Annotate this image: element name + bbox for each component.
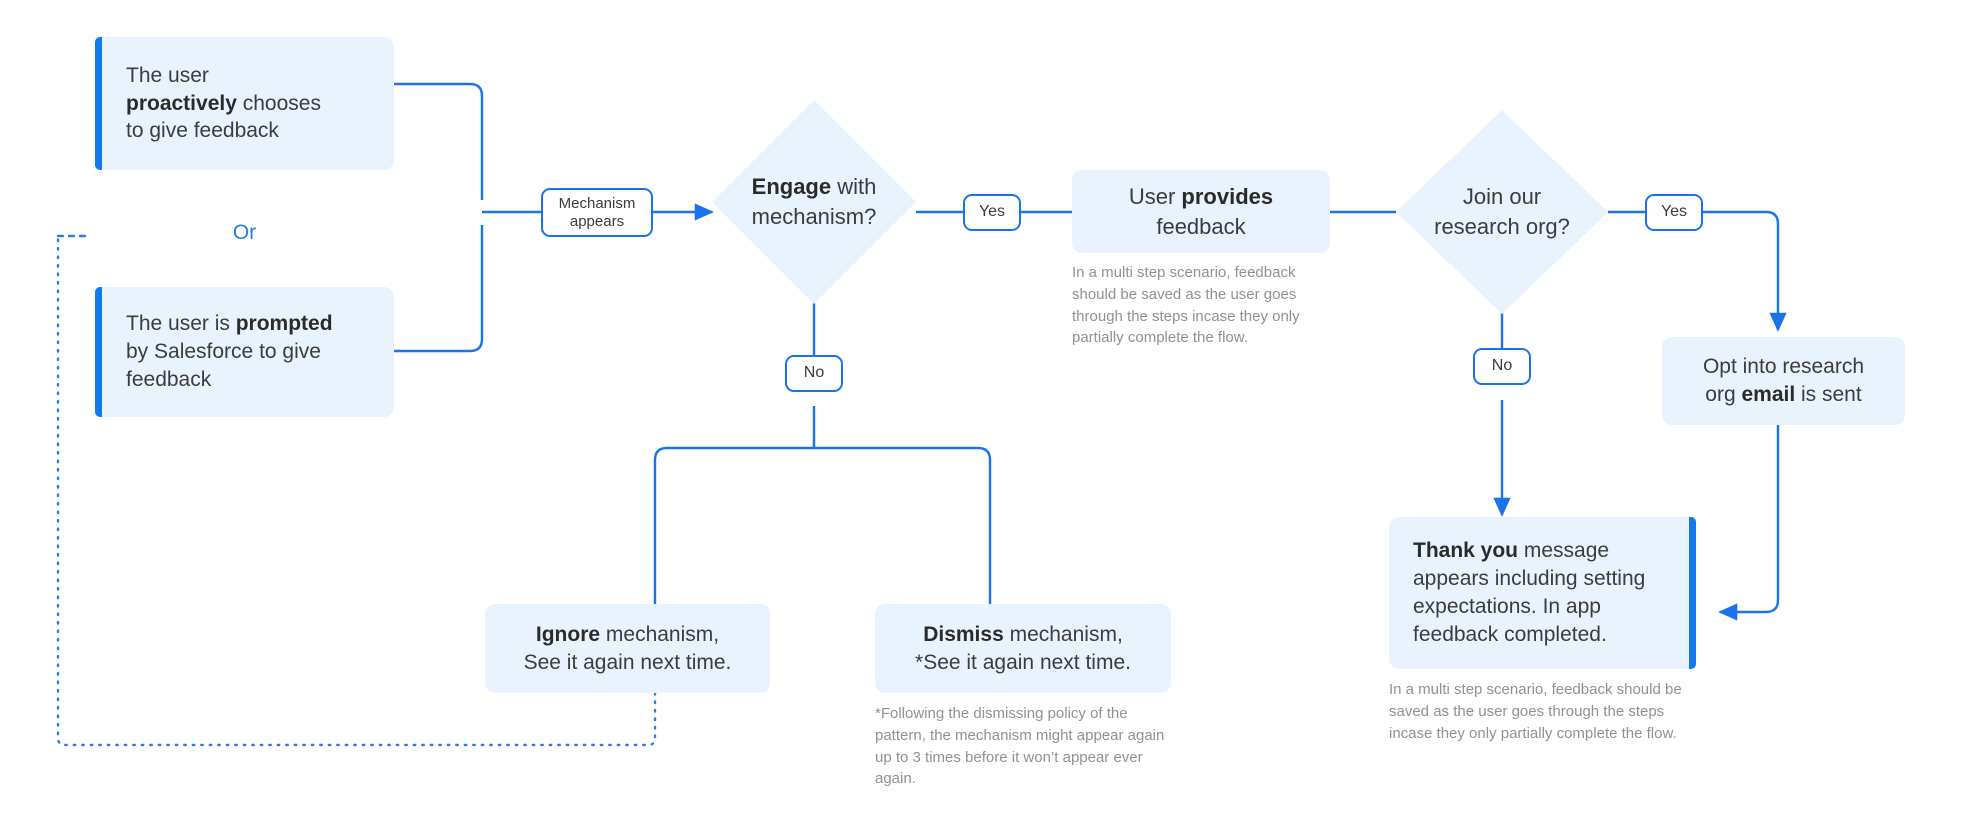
- engage-rest: with: [831, 174, 877, 200]
- provides-line2: feedback: [1156, 213, 1246, 239]
- provides-bold: provides: [1181, 184, 1274, 210]
- prompted-entry-text: The user is prompted by Salesforce to gi…: [102, 310, 394, 394]
- no-label-join[interactable]: No: [1473, 348, 1531, 385]
- ignore-line2: See it again next time.: [523, 650, 732, 674]
- thank-you-bold: Thank you: [1413, 539, 1519, 563]
- thank-you-rest: message appears including setting expect…: [1413, 539, 1646, 646]
- join-research-text: Join our research org?: [1396, 182, 1608, 241]
- user-provides-text: User provides feedback: [1072, 182, 1330, 241]
- dismiss-bold: Dismiss: [923, 622, 1004, 646]
- dismiss-line2: *See it again next time.: [915, 650, 1131, 674]
- opt-line2-tail: is sent: [1795, 383, 1862, 406]
- thank-you-caption: In a multi step scenario, feedback shoul…: [1389, 681, 1682, 742]
- ignore-text: Ignore mechanism, See it again next time…: [485, 621, 770, 677]
- wire-opt-to-thankyou: [1718, 425, 1780, 621]
- proactive-line3: to give feedback: [126, 119, 279, 143]
- engage-decision-text: Engage with mechanism?: [712, 172, 916, 231]
- proactive-line1: The user: [126, 63, 209, 87]
- provides-lead: User: [1128, 184, 1182, 210]
- opt-line1: Opt into research: [1702, 355, 1865, 379]
- engage-decision-node[interactable]: Engage with mechanism?: [712, 100, 916, 304]
- mechanism-appears-node[interactable]: Mechanism appears: [541, 188, 653, 237]
- engage-line2: mechanism?: [751, 204, 877, 229]
- yes-label-engage[interactable]: Yes: [963, 194, 1021, 231]
- prompted-bold: prompted: [235, 312, 333, 336]
- join-line1: Join our: [1462, 184, 1542, 210]
- mechanism-appears-text: Mechanism appears: [559, 195, 636, 230]
- ignore-bold: Ignore: [535, 622, 601, 646]
- opt-bold: email: [1741, 383, 1796, 406]
- dismiss-rest: mechanism,: [1003, 622, 1123, 646]
- dismiss-caption: *Following the dismissing policy of the …: [875, 705, 1165, 788]
- proactive-bold: proactively: [126, 91, 237, 115]
- thank-you-text: Thank you message appears including sett…: [1389, 537, 1689, 649]
- wire-no1-split-right: [814, 446, 992, 604]
- opt-line2-lead: org: [1705, 383, 1742, 406]
- wire-prompted-to-bus: [394, 225, 484, 353]
- proactive-entry-card[interactable]: The user proactively chooses to give fee…: [95, 37, 394, 170]
- wire-proactive-to-bus: [394, 82, 484, 200]
- prompted-line3: feedback: [126, 367, 212, 391]
- join-research-decision-node[interactable]: Join our research org?: [1396, 110, 1608, 314]
- dismiss-text: Dismiss mechanism, *See it again next ti…: [875, 621, 1171, 677]
- proactive-entry-text: The user proactively chooses to give fee…: [102, 62, 394, 146]
- dismiss-mechanism-card[interactable]: Dismiss mechanism, *See it again next ti…: [875, 604, 1171, 693]
- mechanism-line2: appears: [569, 212, 625, 230]
- wire-no1-split-left: [653, 446, 814, 604]
- prompted-entry-card[interactable]: The user is prompted by Salesforce to gi…: [95, 287, 394, 417]
- user-provides-feedback-card[interactable]: User provides feedback: [1072, 170, 1330, 253]
- prompted-lead: The user is: [126, 312, 236, 336]
- ignore-mechanism-card[interactable]: Ignore mechanism, See it again next time…: [485, 604, 770, 693]
- ignore-rest: mechanism,: [600, 622, 720, 646]
- opt-in-email-card[interactable]: Opt into research org email is sent: [1662, 337, 1905, 425]
- proactive-line2-tail: chooses: [236, 91, 321, 115]
- yes-label-join[interactable]: Yes: [1645, 194, 1703, 231]
- mechanism-line1: Mechanism: [558, 195, 636, 213]
- user-provides-caption: In a multi step scenario, feedback shoul…: [1072, 264, 1300, 347]
- engage-bold: Engage: [751, 174, 832, 200]
- prompted-line2: by Salesforce to give: [126, 340, 321, 364]
- join-line2: research org?: [1434, 214, 1570, 239]
- no-label-engage[interactable]: No: [785, 355, 843, 392]
- thank-you-card[interactable]: Thank you message appears including sett…: [1389, 517, 1696, 669]
- opt-in-email-text: Opt into research org email is sent: [1662, 353, 1905, 409]
- wire-yes2-to-opt: [1703, 210, 1787, 332]
- or-label: Or: [232, 221, 257, 244]
